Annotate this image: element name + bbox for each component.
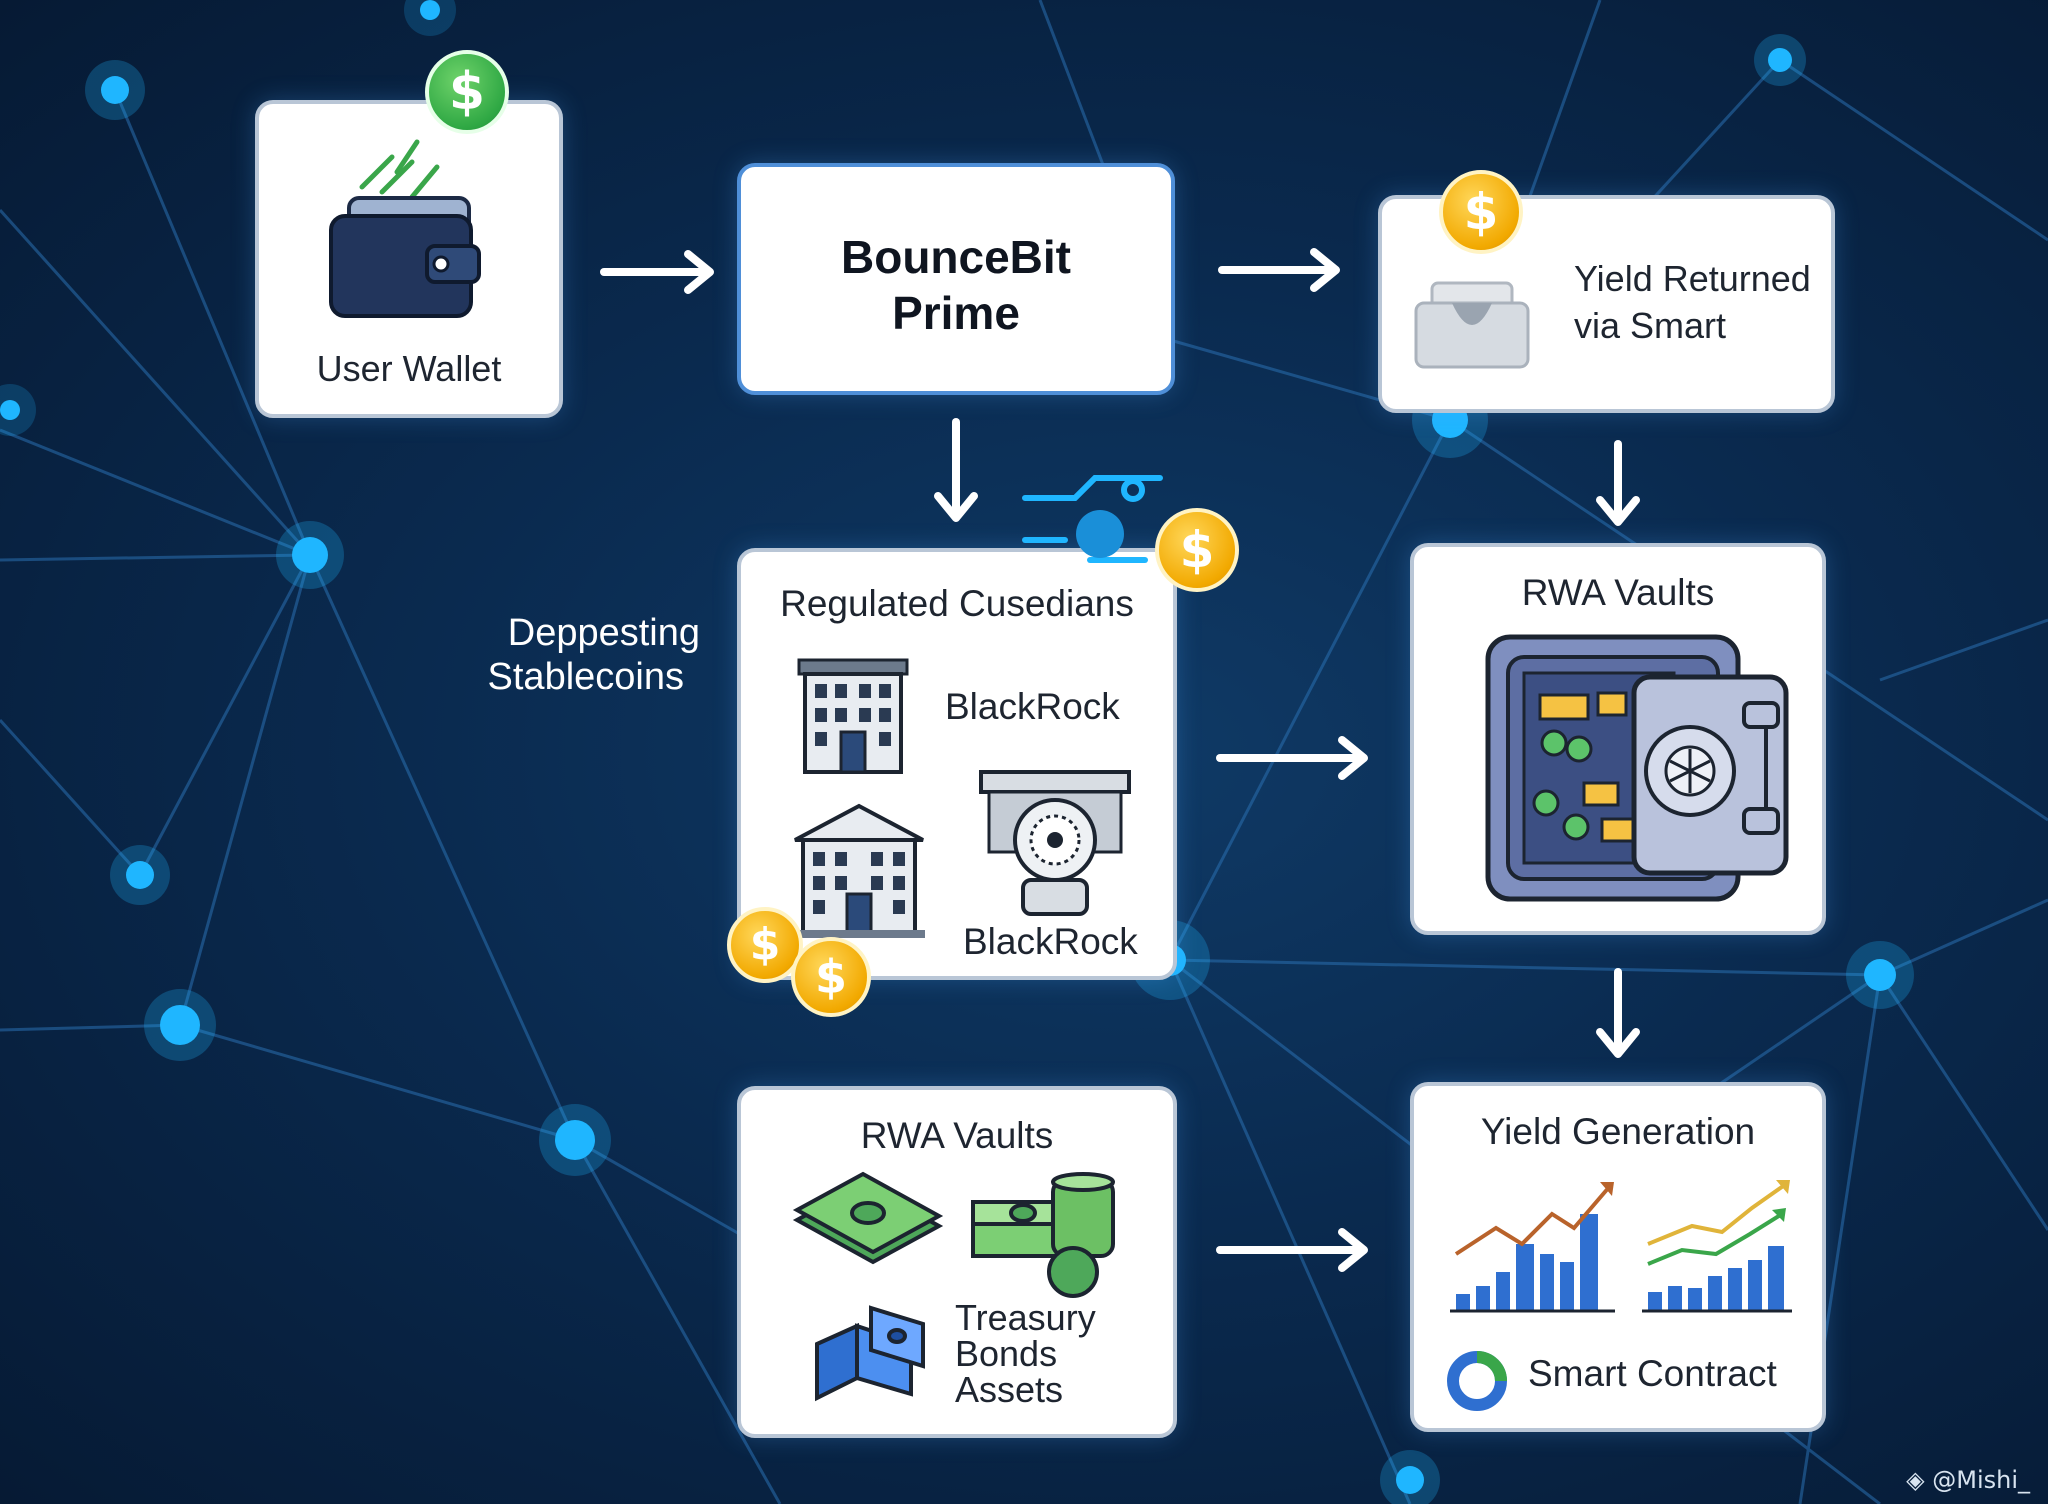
yield-returned-node: Yield Returned via Smart [1378, 195, 1835, 413]
watermark-text: @Mishi_ [1932, 1466, 2030, 1494]
rwa-vaults-title: RWA Vaults [1521, 572, 1715, 613]
custodian-item-2: BlackRock [963, 921, 1138, 962]
binance-diamond-icon: ◈ [1906, 1466, 1925, 1494]
yield-returned-line1: Yield Returned [1574, 258, 1811, 299]
gold-dollar-coin: $ [791, 937, 871, 1017]
arrow-prime-to-yield-returned [1218, 248, 1340, 292]
yield-returned-line2: via Smart [1574, 305, 1727, 346]
money-tray-icon [1414, 281, 1530, 369]
bank-building-icon [793, 803, 925, 938]
bouncebit-prime-title-line2: Prime [892, 287, 1020, 339]
arrow-yield-returned-down [1596, 440, 1640, 526]
custodians-title: Regulated Cusedians [780, 583, 1134, 624]
asset-line-1: Treasury [955, 1297, 1096, 1338]
wallet-icon [329, 196, 481, 318]
cash-stack-icon [792, 1171, 944, 1265]
user-wallet-label: User Wallet [316, 348, 502, 389]
vault-door-icon [979, 770, 1131, 916]
office-building-icon [797, 658, 909, 774]
rwa-vaults-assets-node: RWA Vaults Treasury Bonds Assets [737, 1086, 1177, 1438]
money-speed-icon [359, 139, 440, 200]
rwa-vaults-assets-title: RWA Vaults [860, 1115, 1054, 1156]
gold-dollar-coin: $ [1439, 170, 1523, 254]
circuit-icon [1022, 475, 1163, 563]
asset-line-3: Assets [955, 1369, 1064, 1410]
user-wallet-node: User Wallet [255, 100, 563, 418]
blocks-icon [815, 1305, 925, 1402]
yield-generation-footer: Smart Contract [1528, 1353, 1777, 1394]
asset-line-2: Bonds [955, 1333, 1058, 1374]
donut-icon [1447, 1351, 1507, 1411]
yield-generation-node: Yield Generation Smart Contract [1410, 1082, 1826, 1432]
custodian-item-1: BlackRock [945, 686, 1120, 727]
green-dollar-coin: $ [425, 50, 509, 134]
watermark: ◈ @Mishi_ [1906, 1466, 2030, 1494]
rwa-vaults-node: RWA Vaults [1410, 543, 1826, 935]
depositing-label-line2: Stablecoins [487, 656, 684, 698]
arrow-vaults-down [1596, 968, 1640, 1058]
coin-stack-icon [971, 1172, 1115, 1298]
safe-vault-icon [1485, 634, 1789, 902]
bar-chart-icon [1450, 1182, 1615, 1313]
arrow-wallet-to-prime [600, 250, 714, 294]
arrow-assets-to-yield-generation [1216, 1228, 1368, 1272]
gold-dollar-coin: $ [1155, 508, 1239, 592]
bouncebit-prime-node: BounceBit Prime [737, 163, 1175, 395]
regulated-custodians-node: Regulated Cusedians BlackRock BlackRock [737, 548, 1177, 980]
growth-chart-icon [1642, 1180, 1792, 1313]
arrow-prime-to-custodians [934, 418, 978, 522]
bouncebit-prime-title-line1: BounceBit [841, 231, 1071, 283]
gold-dollar-coin: $ [727, 907, 803, 983]
yield-generation-title: Yield Generation [1480, 1111, 1756, 1152]
depositing-label-line1: Deppesting [507, 612, 700, 654]
arrow-custodians-to-vaults [1216, 736, 1368, 780]
